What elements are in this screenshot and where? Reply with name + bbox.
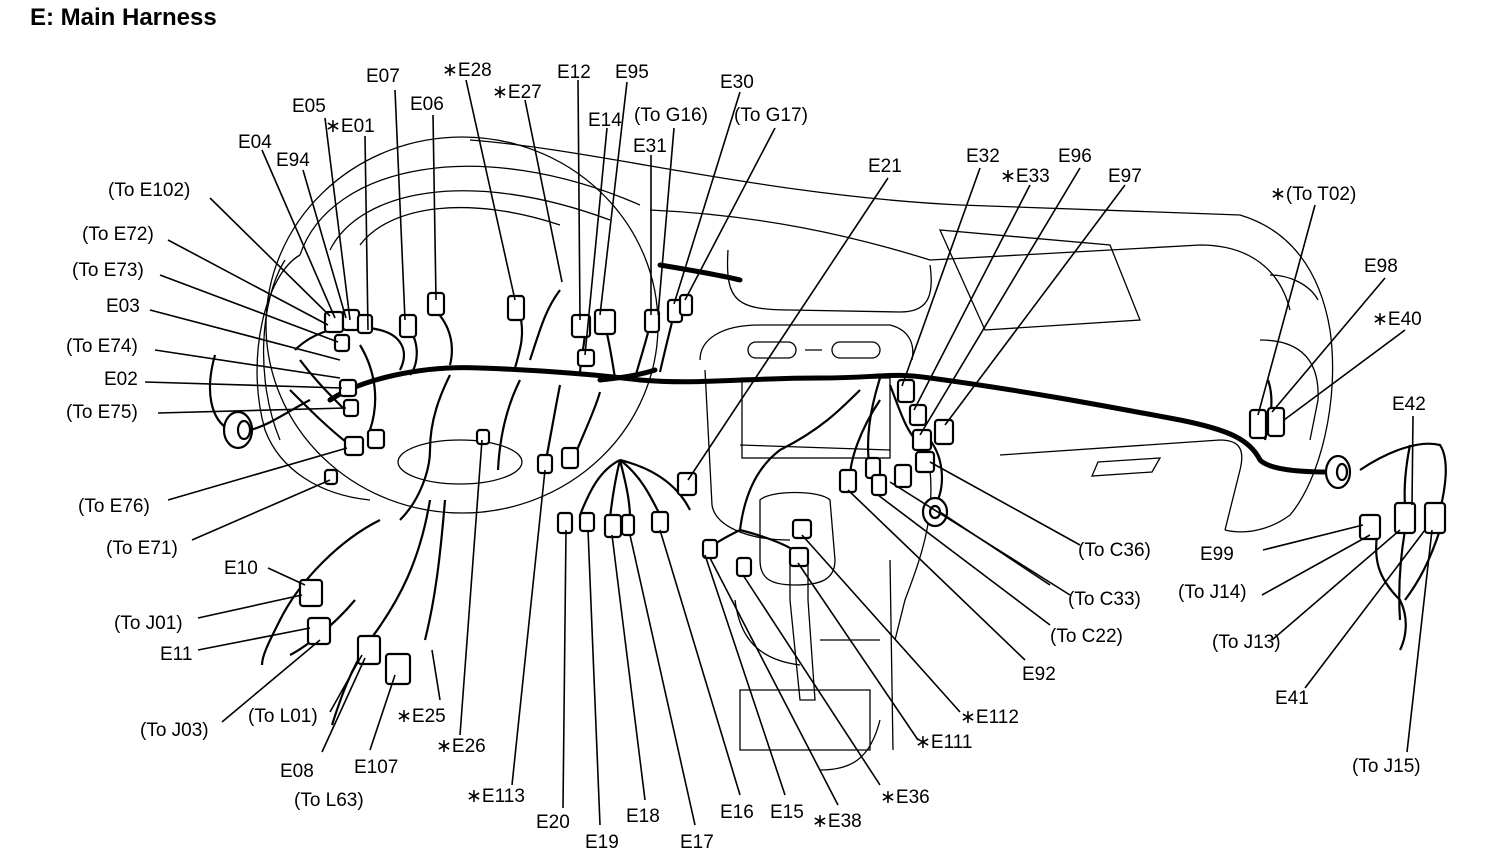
- label-e01: ∗E01: [325, 116, 375, 137]
- label-to-j01: (To J01): [114, 613, 183, 634]
- label-e112: ∗E112: [960, 707, 1019, 728]
- label-e03: E03: [106, 296, 140, 317]
- label-to-j13: (To J13): [1212, 632, 1281, 653]
- label-e11: E11: [160, 644, 192, 665]
- label-e17: E17: [680, 832, 714, 853]
- label-to-j03: (To J03): [140, 720, 209, 741]
- label-e31: E31: [633, 136, 667, 157]
- diagram-title: E: Main Harness: [30, 4, 217, 31]
- label-e111: ∗E111: [915, 732, 972, 753]
- label-e95: E95: [615, 62, 649, 83]
- label-to-e76: (To E76): [78, 496, 150, 517]
- dashboard-outline: [256, 136, 1334, 771]
- label-e19: E19: [585, 832, 619, 853]
- label-e16: E16: [720, 802, 754, 823]
- label-to-g17: (To G17): [734, 105, 808, 126]
- label-e21: E21: [868, 156, 902, 177]
- label-e28: ∗E28: [442, 60, 492, 81]
- label-e97: E97: [1108, 166, 1142, 187]
- label-e15: E15: [770, 802, 804, 823]
- label-e27: ∗E27: [492, 82, 542, 103]
- label-to-l01: (To L01): [248, 706, 318, 727]
- label-e92: E92: [1022, 664, 1056, 685]
- label-e98: E98: [1364, 256, 1398, 277]
- label-to-t02: ∗(To T02): [1270, 184, 1356, 205]
- label-to-e75: (To E75): [66, 402, 138, 423]
- label-e14: E14: [588, 110, 622, 131]
- label-e40: ∗E40: [1372, 309, 1422, 330]
- label-to-l63: (To L63): [294, 790, 364, 811]
- label-e18: E18: [626, 806, 660, 827]
- label-e08: E08: [280, 761, 314, 782]
- label-e36: ∗E36: [880, 787, 930, 808]
- label-e04: E04: [238, 132, 272, 153]
- label-e96: E96: [1058, 146, 1092, 167]
- label-e05: E05: [292, 96, 326, 117]
- label-to-g16: (To G16): [634, 105, 708, 126]
- label-to-c36: (To C36): [1078, 540, 1151, 561]
- label-to-c22: (To C22): [1050, 626, 1123, 647]
- labels: ∗E01 E02 E03 E04 E05 E06 E07 E08 E10 E11…: [66, 60, 1426, 853]
- label-e02: E02: [104, 369, 138, 390]
- connectors: [298, 291, 1447, 686]
- label-e26: ∗E26: [436, 736, 486, 757]
- label-to-e74: (To E74): [66, 336, 138, 357]
- label-e32: E32: [966, 146, 1000, 167]
- label-e10: E10: [224, 558, 258, 579]
- label-to-e72: (To E72): [82, 224, 154, 245]
- label-e20: E20: [536, 812, 570, 833]
- label-to-e73: (To E73): [72, 260, 144, 281]
- label-e07: E07: [366, 66, 400, 87]
- label-to-e71: (To E71): [106, 538, 178, 559]
- grommets: [222, 410, 1352, 528]
- label-e42: E42: [1392, 394, 1426, 415]
- label-e94: E94: [276, 150, 310, 171]
- label-e33: ∗E33: [1000, 166, 1050, 187]
- label-to-c33: (To C33): [1068, 589, 1141, 610]
- label-e99: E99: [1200, 544, 1234, 565]
- label-e38: ∗E38: [812, 811, 862, 832]
- label-e41: E41: [1275, 688, 1309, 709]
- label-to-j15: (To J15): [1352, 756, 1421, 777]
- label-e12: E12: [557, 62, 591, 83]
- label-e107: E107: [354, 757, 398, 778]
- leader-lines: [144, 79, 1433, 826]
- label-e25: ∗E25: [396, 706, 446, 727]
- label-e06: E06: [410, 94, 444, 115]
- label-to-j14: (To J14): [1178, 582, 1247, 603]
- label-e113: ∗E113: [466, 786, 525, 807]
- label-to-e102: (To E102): [108, 180, 190, 201]
- label-e30: E30: [720, 72, 754, 93]
